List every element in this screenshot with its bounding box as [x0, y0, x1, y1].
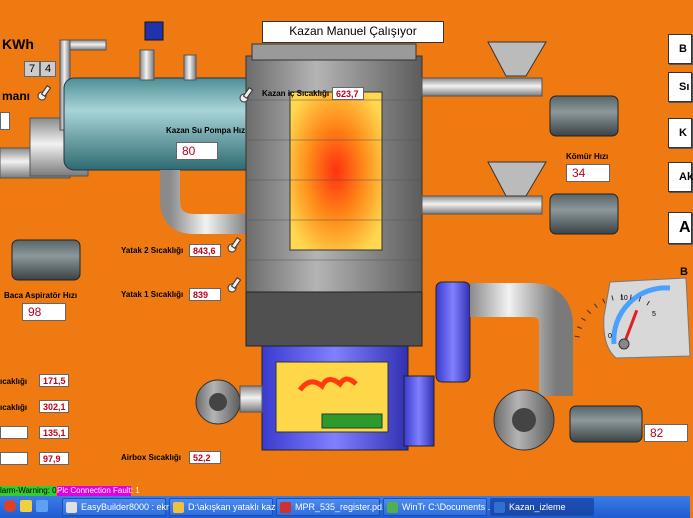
gauge-max-label: 10: [620, 295, 628, 302]
quick-launch-icon[interactable]: [36, 500, 48, 512]
left-row-value: 135,1: [39, 426, 69, 439]
quick-launch-icon[interactable]: [20, 500, 32, 512]
windows-taskbar: EasyBuilder8000 : ekr... D:\akışkan yata…: [0, 496, 690, 518]
left-row-label: ıcaklığı: [0, 377, 28, 386]
thermometer-icon: [239, 87, 254, 103]
taskbar-item[interactable]: D:\akışkan yataklı kaz...: [169, 498, 283, 516]
quick-launch-icon[interactable]: [4, 500, 16, 512]
right-button-3[interactable]: K: [668, 118, 692, 148]
gauge-tick: [638, 296, 642, 302]
left-row-value: 97,9: [39, 452, 69, 465]
taskbar-item[interactable]: EasyBuilder8000 : ekr...: [62, 498, 176, 516]
baca-aspirator-label: Baca Aspiratör Hızı: [4, 291, 78, 300]
gauge-tick: [581, 317, 586, 322]
app-icon: [66, 502, 77, 513]
gauge-min-label: 0: [608, 333, 612, 340]
gauge-tick: [586, 309, 592, 314]
alarm-warning-indicator: larm-Warning: 0: [0, 486, 57, 496]
left-row-value: 171,5: [39, 374, 69, 387]
right-button-1[interactable]: B: [668, 34, 692, 64]
gauge-tick: [576, 326, 582, 329]
energy-counter-a: 7: [24, 61, 40, 77]
thermometer-icon: [227, 277, 242, 293]
baca-aspirator-value[interactable]: 98: [22, 303, 66, 321]
taskbar-item-active[interactable]: Kazan_izleme: [490, 498, 594, 516]
gauge-needle: [622, 309, 639, 345]
right-button-4[interactable]: Ak: [668, 162, 693, 192]
clipped-input: [0, 112, 10, 130]
right-label-b: B: [680, 266, 688, 278]
gauge-tick: [574, 335, 580, 338]
gauge-mid-label: 5: [652, 311, 656, 318]
airbox-value: 52,2: [189, 451, 221, 464]
gauge-tick: [629, 294, 632, 300]
app-icon: [494, 502, 505, 513]
fan-speed-value[interactable]: 82: [644, 424, 688, 442]
plc-fault-indicator: Plc Connection Fault: 1: [57, 486, 140, 496]
yatak1-value: 839: [189, 288, 221, 301]
boiler-process-diagram: [0, 21, 643, 451]
energy-counter-b: 4: [40, 61, 56, 77]
pdf-icon: [280, 502, 291, 513]
right-button-2[interactable]: Sı: [668, 72, 692, 102]
yatak1-label: Yatak 1 Sıcaklığı: [121, 290, 184, 299]
thermometer-icon: [37, 85, 52, 101]
clipped-label: manı: [2, 89, 31, 103]
kazan-su-pompa-label: Kazan Su Pompa Hız: [166, 126, 246, 135]
energy-unit-label: KWh: [2, 36, 34, 52]
left-row-label: ıcaklığı: [0, 403, 28, 412]
left-row-blank: [0, 426, 28, 439]
status-title: Kazan Manuel Çalışıyor: [262, 21, 444, 43]
right-button-5[interactable]: A: [668, 212, 692, 244]
airbox-label: Airbox Sıcaklığı: [121, 453, 182, 462]
kazan-su-pompa-value[interactable]: 80: [176, 142, 218, 160]
left-row-value: 302,1: [39, 400, 69, 413]
left-row-blank: [0, 452, 28, 465]
gauge-tick: [611, 295, 614, 301]
folder-icon: [173, 502, 184, 513]
speed-gauge: 0 10 5: [574, 277, 691, 359]
thermometer-icon: [227, 237, 242, 253]
kazan-ic-label: Kazan iç Sıcaklığı: [262, 89, 330, 98]
app-icon: [387, 502, 398, 513]
yatak2-value: 843,6: [189, 244, 221, 257]
yatak2-label: Yatak 2 Sıcaklığı: [121, 246, 184, 255]
komur-hizi-value[interactable]: 34: [566, 164, 610, 182]
gauge-tick: [602, 298, 606, 304]
gauge-tick: [593, 303, 598, 309]
taskbar-item[interactable]: MPR_535_register.pd...: [276, 498, 390, 516]
kazan-ic-value: 623,7: [332, 87, 364, 100]
gauge-tick: [646, 300, 650, 306]
taskbar-item[interactable]: WinTr C:\Documents ...: [383, 498, 495, 516]
komur-hizi-label: Kömür Hızı: [566, 152, 609, 161]
